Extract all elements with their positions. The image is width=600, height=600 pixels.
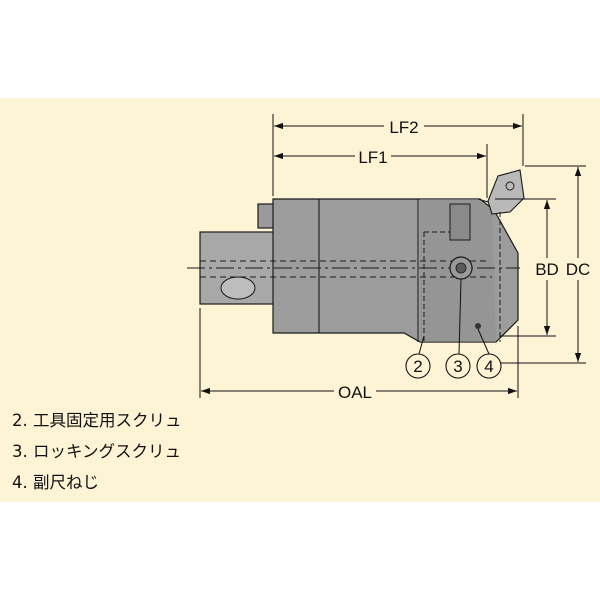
locking-screw-socket <box>455 262 467 274</box>
oal-label: OAL <box>338 383 372 398</box>
callout-3-leader <box>458 278 462 355</box>
callout-3: 3 <box>445 353 471 379</box>
callout-2-number: 2 <box>413 357 422 376</box>
legend-item-vernier-screw: 4. 副尺ねじ <box>12 473 99 492</box>
fixing-screw-head <box>449 203 471 241</box>
legend-item-locking-screw: 3. ロッキングスクリュ <box>12 442 181 461</box>
callout-2-leader <box>418 335 425 355</box>
dc-label: DC <box>566 260 591 279</box>
legend-item-fixing-screw: 2. 工具固定用スクリュ <box>12 411 182 430</box>
bd-dc-label-bg <box>532 258 594 280</box>
callout-3-number: 3 <box>453 357 462 376</box>
lf2-label: LF2 <box>389 118 418 137</box>
shank-flat <box>220 276 256 300</box>
insert-edge <box>477 198 489 203</box>
lf1-label: LF1 <box>358 148 387 167</box>
cutting-insert <box>487 169 525 215</box>
bd-label: BD <box>535 260 559 279</box>
callout-2: 2 <box>405 353 431 379</box>
callout-4-leader <box>477 328 490 355</box>
callout-4-number: 4 <box>484 357 493 376</box>
callout-4: 4 <box>476 353 502 379</box>
oal-label-bg <box>334 381 376 398</box>
insert-screw-icon <box>505 181 515 191</box>
tool-holder-drawing: LF2 LF1 OAL BD DC 2 3 4 <box>187 114 594 398</box>
lf2-label-bg <box>384 116 424 136</box>
vernier-screw-icon <box>475 323 481 329</box>
parts-legend: 2. 工具固定用スクリュ 3. ロッキングスクリュ 4. 副尺ねじ <box>12 405 182 498</box>
lf1-label-bg <box>355 146 391 166</box>
